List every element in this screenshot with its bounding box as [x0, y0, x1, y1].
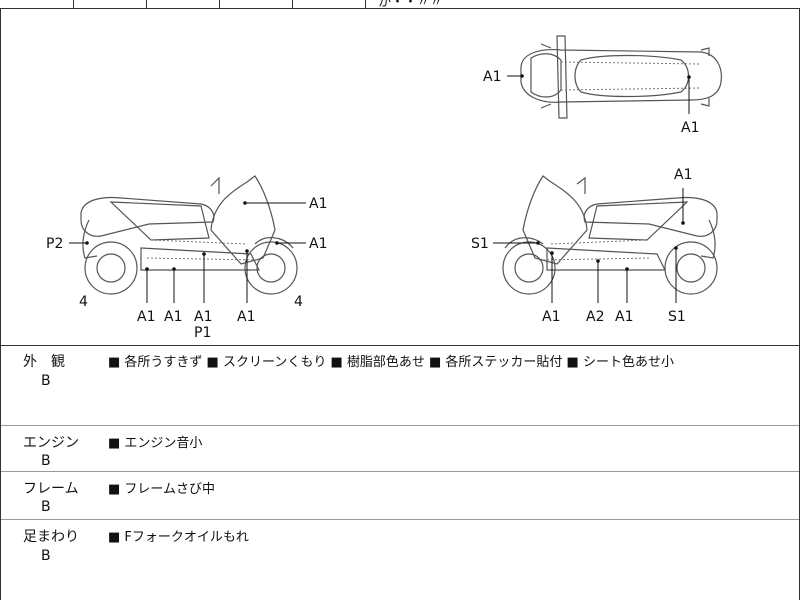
- condition-row-suspension: 足まわり B ■ Fフォークオイルもれ: [1, 520, 799, 600]
- scooter-top-view: [520, 35, 722, 119]
- label-s1: S1: [668, 309, 686, 325]
- partial-header-text: か・・〃〃: [378, 0, 444, 10]
- top-table-strip: か・・〃〃: [0, 0, 800, 10]
- strip-cell: [292, 0, 366, 8]
- label-p2: P2: [46, 236, 63, 252]
- label-a1: A1: [137, 309, 155, 325]
- damage-diagram: A1 A1 A1 A1 P2 4 4: [46, 35, 722, 341]
- label-a1: A1: [194, 309, 212, 325]
- row-notes: ■ エンジン音小: [108, 436, 203, 451]
- row-notes: ■ 各所うすきず ■ スクリーンくもり ■ 樹脂部色あせ ■ 各所ステッカー貼付…: [108, 355, 674, 370]
- strip-cell: [146, 0, 220, 8]
- row-category: 外 観: [23, 354, 65, 370]
- label-a1: A1: [681, 120, 699, 136]
- row-category: エンジン: [23, 435, 79, 451]
- strip-cell: [219, 0, 293, 8]
- row-notes: ■ Fフォークオイルもれ: [108, 530, 249, 545]
- label-a2: A2: [586, 309, 604, 325]
- strip-cell: [73, 0, 147, 8]
- label-p1: P1: [194, 325, 211, 341]
- label-s1: S1: [471, 236, 489, 252]
- condition-row-appearance: 外 観 B ■ 各所うすきず ■ スクリーンくもり ■ 樹脂部色あせ ■ 各所ス…: [1, 345, 799, 426]
- scooter-left-view: [80, 175, 298, 295]
- label-a1: A1: [674, 167, 692, 183]
- row-grade: B: [41, 499, 51, 515]
- label-a1: A1: [542, 309, 560, 325]
- strip-cell: [0, 0, 74, 8]
- row-notes: ■ フレームさび中: [108, 482, 216, 497]
- label-4: 4: [294, 294, 303, 310]
- scooter-right-view: [502, 175, 718, 295]
- label-a1: A1: [309, 236, 327, 252]
- row-category: フレーム: [23, 481, 79, 497]
- row-grade: B: [41, 453, 51, 469]
- label-a1: A1: [615, 309, 633, 325]
- condition-row-engine: エンジン B ■ エンジン音小: [1, 426, 799, 472]
- condition-table: 外 観 B ■ 各所うすきず ■ スクリーンくもり ■ 樹脂部色あせ ■ 各所ス…: [0, 345, 800, 600]
- label-a1: A1: [164, 309, 182, 325]
- row-grade: B: [41, 373, 51, 389]
- damage-diagram-panel: A1 A1 A1 A1 P2 4 4: [0, 8, 800, 346]
- label-4: 4: [79, 294, 88, 310]
- row-category: 足まわり: [23, 529, 79, 545]
- condition-row-frame: フレーム B ■ フレームさび中: [1, 472, 799, 520]
- label-a1: A1: [309, 196, 327, 212]
- row-grade: B: [41, 548, 51, 564]
- label-a1: A1: [237, 309, 255, 325]
- label-a1: A1: [483, 69, 501, 85]
